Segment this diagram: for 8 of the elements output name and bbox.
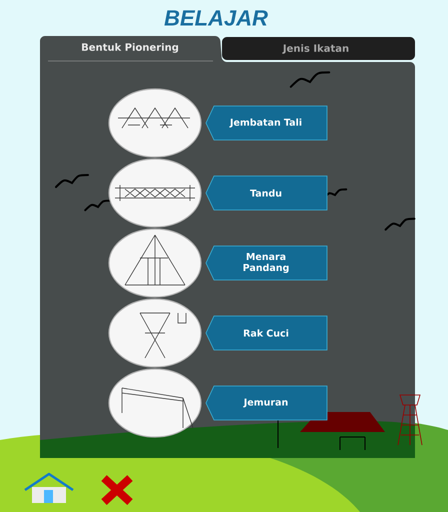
label-button: Tandu	[206, 176, 328, 210]
tab: Bentuk Pionering	[48, 43, 214, 62]
label-button: Menara Pandang	[206, 246, 328, 280]
tab: Jenis Ikatan	[222, 37, 415, 60]
label-button: Jembatan Tali	[206, 106, 328, 140]
label-button: Rak Cuci	[206, 316, 328, 350]
title: BELAJAR	[164, 10, 268, 26]
label-button: Jemuran	[206, 386, 328, 420]
